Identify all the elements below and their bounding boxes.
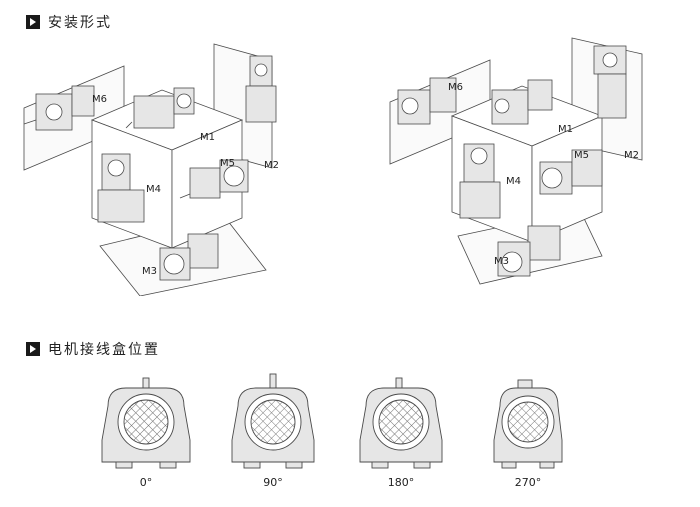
label-m3: M3 (494, 256, 509, 267)
motor-m3-icon (497, 225, 561, 277)
label-m6: M6 (92, 94, 107, 105)
terminal-box-section-title: 电机接线盒位置 (26, 339, 160, 359)
triangle-marker-icon (26, 342, 40, 356)
mounting-diagram-right: M1 M2 M3 M4 M5 M6 (389, 37, 643, 285)
motor-front-270deg (493, 379, 563, 469)
label-m5: M5 (574, 150, 589, 161)
triangle-marker-icon (26, 15, 40, 29)
motor-m2-icon (593, 45, 627, 119)
motor-m6-icon (23, 85, 95, 131)
motor-m1-icon (491, 79, 553, 125)
mounting-title-text: 安装形式 (48, 15, 112, 31)
angle-0-label: 0° (140, 476, 153, 489)
label-m4: M4 (506, 176, 521, 187)
motor-front-0deg (101, 377, 191, 469)
motor-m5-icon (539, 149, 603, 195)
label-m4: M4 (146, 184, 161, 195)
motor-front-180deg (359, 377, 443, 469)
angle-180-label: 180° (388, 476, 415, 489)
terminal-box-diagrams: 0° 90° 180° 270° (101, 373, 563, 489)
label-m2: M2 (264, 160, 279, 171)
motor-m4-icon (97, 153, 145, 223)
motor-m2-icon (245, 55, 277, 123)
label-m6: M6 (448, 82, 463, 93)
angle-270-label: 270° (515, 476, 542, 489)
label-m3: M3 (142, 266, 157, 277)
terminal-box-title-text: 电机接线盒位置 (48, 342, 160, 358)
motor-m5-icon (179, 159, 249, 199)
motor-front-90deg (231, 373, 315, 469)
label-m1: M1 (558, 124, 573, 135)
label-m5: M5 (220, 158, 235, 169)
motor-m1-icon (125, 87, 195, 129)
motor-m3-icon (159, 233, 219, 281)
label-m1: M1 (200, 132, 215, 143)
motor-m4-icon (459, 143, 501, 219)
label-m2: M2 (624, 150, 639, 161)
mounting-section-title: 安装形式 (26, 12, 112, 32)
angle-90-label: 90° (263, 476, 283, 489)
mounting-diagram-left: M1 M2 M3 M4 M5 M6 (23, 43, 279, 296)
motor-m6-icon (397, 77, 457, 125)
